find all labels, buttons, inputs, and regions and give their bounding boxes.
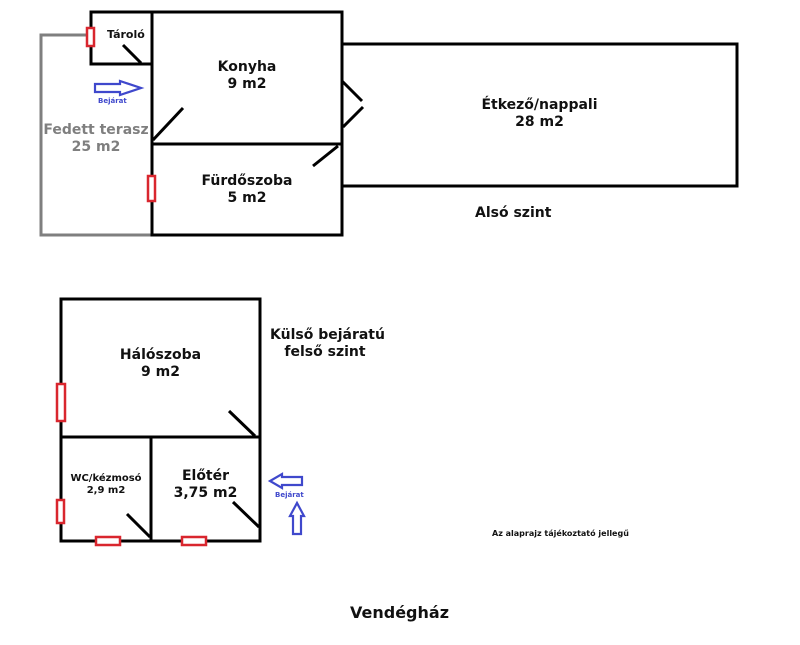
room-label-kitchen: Konyha 9 m2 bbox=[152, 59, 342, 93]
room-label-dining: Étkező/nappali 28 m2 bbox=[342, 97, 737, 131]
door-swing bbox=[340, 79, 364, 103]
lower-level-title: Alsó szint bbox=[475, 205, 552, 221]
room-label-terrace: Fedett terasz 25 m2 bbox=[41, 122, 151, 156]
window bbox=[180, 535, 208, 547]
door-swing bbox=[125, 512, 152, 539]
window bbox=[55, 382, 67, 423]
room-area: 28 m2 bbox=[515, 113, 564, 130]
room-name: WC/kézmosó bbox=[70, 473, 142, 484]
disclaimer: Az alaprajz tájékoztató jellegű bbox=[492, 529, 629, 538]
room-label-bathroom: Fürdőszoba 5 m2 bbox=[152, 173, 342, 207]
window bbox=[146, 174, 157, 203]
room-name: Hálószoba bbox=[119, 347, 202, 363]
room-area: 9 m2 bbox=[227, 75, 267, 92]
room-label-storage: Tároló bbox=[107, 28, 145, 41]
footer-title: Vendégház bbox=[350, 603, 450, 622]
door-swing bbox=[341, 105, 365, 129]
dining-room-wall bbox=[340, 42, 739, 188]
door-swing bbox=[151, 106, 185, 142]
entrance-label-upper: Bejárat bbox=[275, 491, 304, 499]
room-area: 2,9 m2 bbox=[86, 485, 126, 496]
window bbox=[85, 26, 96, 48]
window bbox=[55, 498, 66, 525]
door-swing bbox=[312, 144, 339, 168]
upper-level-title: Külső bejáratú felső szint bbox=[270, 327, 385, 361]
room-area: 3,75 m2 bbox=[173, 484, 238, 501]
title-line: felső szint bbox=[284, 343, 366, 360]
room-name: Fürdőszoba bbox=[201, 173, 293, 189]
room-area: 25 m2 bbox=[71, 138, 121, 155]
door-swing bbox=[227, 409, 257, 438]
window bbox=[94, 535, 122, 547]
room-name: Fedett terasz bbox=[43, 122, 149, 138]
room-area: 9 m2 bbox=[141, 363, 180, 380]
entrance-arrow-right-icon bbox=[93, 79, 145, 97]
room-name: Étkező/nappali bbox=[481, 97, 598, 113]
entrance-arrow-left-icon bbox=[267, 472, 304, 490]
room-area: 5 m2 bbox=[227, 189, 267, 206]
door-swing bbox=[121, 43, 143, 65]
room-label-hall: Előtér 3,75 m2 bbox=[151, 468, 260, 502]
terrace-wall bbox=[39, 33, 152, 237]
entrance-arrow-up-icon bbox=[288, 500, 306, 536]
room-label-wc: WC/kézmosó 2,9 m2 bbox=[61, 473, 151, 497]
room-label-bedroom: Hálószoba 9 m2 bbox=[61, 347, 260, 381]
title-line: Külső bejáratú bbox=[270, 327, 385, 343]
entrance-label-lower: Bejárat bbox=[98, 97, 127, 105]
room-name: Előtér bbox=[181, 468, 230, 484]
door-swing bbox=[231, 500, 261, 529]
room-name: Konyha bbox=[217, 59, 277, 75]
